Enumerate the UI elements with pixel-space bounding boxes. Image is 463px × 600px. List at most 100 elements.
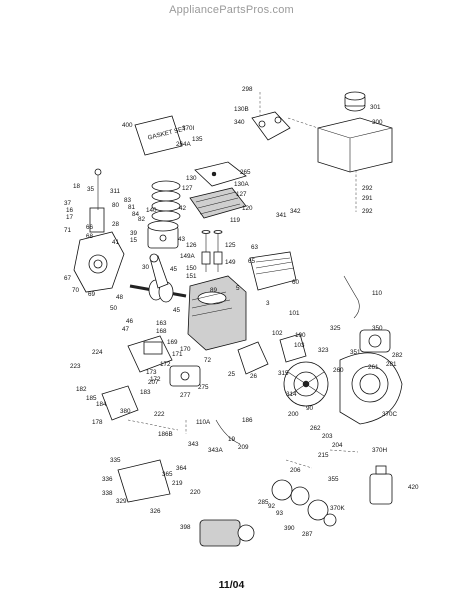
- recoil-starter: [359, 329, 391, 353]
- part-label-125: 125: [225, 242, 236, 249]
- part-label-42: 42: [179, 205, 187, 212]
- part-label-66: 66: [86, 224, 94, 231]
- part-label-151: 151: [186, 273, 197, 280]
- part-label-343a: 343A: [208, 447, 224, 454]
- part-label-314: 314: [286, 391, 297, 398]
- part-label-326: 326: [150, 508, 161, 515]
- fuel-tank-bracket: [251, 111, 291, 141]
- part-label-222: 222: [154, 411, 165, 418]
- part-label-204: 204: [332, 442, 343, 449]
- part-label-110: 110: [372, 290, 383, 297]
- part-label-203: 203: [322, 433, 333, 440]
- part-label-37: 37: [64, 200, 72, 207]
- part-label-184: 184: [96, 401, 107, 408]
- part-label-370c: 370C: [382, 411, 398, 418]
- part-label-173: 173: [146, 369, 157, 376]
- part-label-68: 68: [86, 233, 94, 240]
- part-label-80: 80: [112, 202, 120, 209]
- part-label-83: 83: [124, 197, 132, 204]
- part-label-30: 30: [142, 264, 150, 271]
- part-label-28: 28: [112, 221, 120, 228]
- part-label-325: 325: [330, 325, 341, 332]
- part-label-25: 25: [228, 371, 236, 378]
- part-label-50: 50: [110, 305, 118, 312]
- part-label-171: 171: [172, 351, 183, 358]
- part-label-365: 365: [162, 471, 173, 478]
- part-label-260: 260: [333, 367, 344, 374]
- part-label-170: 170: [180, 346, 191, 353]
- part-label-149: 149: [225, 259, 236, 266]
- fuel-tank: [317, 91, 393, 173]
- part-label-340: 340: [234, 119, 245, 126]
- part-label-100: 100: [295, 332, 306, 339]
- cylinder-baffle: [249, 251, 297, 291]
- carburetor: [73, 207, 125, 293]
- part-label-172: 172: [160, 361, 171, 368]
- part-label-261: 261: [368, 364, 379, 371]
- part-label-130a: 130A: [234, 181, 250, 188]
- part-label-101: 101: [289, 310, 300, 317]
- part-label-292: 292: [362, 185, 373, 192]
- part-label-15: 15: [130, 237, 138, 244]
- part-label-39: 39: [130, 230, 138, 237]
- part-label-81: 81: [128, 204, 136, 211]
- valve-cover: [194, 161, 247, 187]
- starter-gear-cluster: [271, 479, 337, 527]
- throttle-bracket: [101, 385, 139, 421]
- wire-harness-2: [215, 419, 241, 445]
- part-label-140: 140: [146, 207, 157, 214]
- part-label-209: 209: [238, 444, 249, 451]
- electric-starter: [199, 519, 255, 547]
- part-label-355: 355: [328, 476, 339, 483]
- part-label-206: 206: [290, 467, 301, 474]
- part-label-84: 84: [132, 211, 140, 218]
- part-label-215: 215: [318, 452, 329, 459]
- part-label-370h: 370H: [372, 447, 388, 454]
- part-label-168: 168: [156, 328, 167, 335]
- part-label-127b: 127: [236, 191, 247, 198]
- part-label-19: 19: [228, 436, 236, 443]
- part-label-343: 343: [188, 441, 199, 448]
- part-label-126: 126: [186, 242, 197, 249]
- part-label-63: 63: [251, 244, 259, 251]
- part-label-315: 315: [278, 370, 289, 377]
- part-label-342: 342: [290, 208, 301, 215]
- part-label-351: 351: [350, 349, 361, 356]
- part-label-185: 185: [86, 395, 97, 402]
- part-label-336: 336: [102, 476, 113, 483]
- part-label-110a: 110A: [196, 419, 211, 426]
- crankshaft: [129, 279, 187, 303]
- part-label-135: 135: [192, 136, 203, 143]
- part-label-275: 275: [198, 384, 209, 391]
- part-label-311: 311: [110, 188, 121, 195]
- piston: [147, 220, 179, 249]
- wire-harness: [343, 275, 360, 319]
- watermark-text: AppliancePartsPros.com: [169, 4, 294, 16]
- part-label-102: 102: [272, 330, 283, 337]
- part-label-420: 420: [408, 484, 419, 491]
- part-label-65: 65: [248, 258, 256, 265]
- part-label-47: 47: [122, 326, 130, 333]
- part-label-120: 120: [242, 205, 253, 212]
- part-label-45b: 45: [173, 307, 181, 314]
- piston-rings: [151, 180, 181, 222]
- part-label-338: 338: [102, 490, 113, 497]
- part-label-398: 398: [180, 524, 191, 531]
- part-label-287: 287: [302, 531, 313, 538]
- part-label-292b: 292: [362, 208, 373, 215]
- part-label-277: 277: [180, 392, 191, 399]
- ignition-coil: [237, 333, 307, 375]
- part-label-182: 182: [76, 386, 87, 393]
- part-label-364: 364: [176, 465, 187, 472]
- part-label-90: 90: [306, 405, 314, 412]
- part-label-186: 186: [242, 417, 253, 424]
- part-label-300: 300: [372, 119, 383, 126]
- flywheel: [283, 361, 329, 407]
- part-label-335: 335: [110, 457, 121, 464]
- muffler: [169, 365, 201, 387]
- part-label-71: 71: [64, 227, 72, 234]
- part-label-48: 48: [116, 294, 124, 301]
- part-label-341: 341: [276, 212, 287, 219]
- part-label-130: 130: [186, 175, 197, 182]
